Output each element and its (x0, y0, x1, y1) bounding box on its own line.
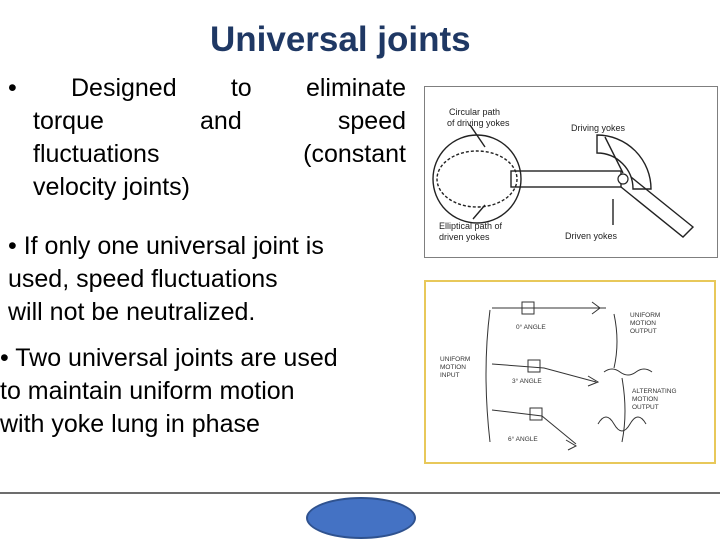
joint-angle-drawing (485, 301, 653, 451)
figure-label: 6° ANGLE (508, 436, 538, 443)
figure-label: 0° ANGLE (516, 324, 546, 331)
wave-shape-large (597, 416, 647, 432)
bullet-line: fluctuations (constant (33, 140, 406, 168)
figure-label: Circular path (449, 107, 501, 117)
figure-label: Elliptical path of (439, 221, 503, 231)
bullet-line: will not be neutralized. (8, 298, 256, 326)
footer-divider (0, 492, 720, 494)
bullet-line: torque and speed (33, 107, 406, 135)
figure-label: UNIFORM (630, 312, 661, 319)
wave-shape-small (603, 368, 653, 376)
bullet-single-joint: • If only one universal joint is used, s… (8, 230, 408, 329)
figure-label: Driven yokes (565, 231, 618, 241)
driving-shaft-shape (510, 170, 622, 188)
figure-label: MOTION (440, 364, 466, 371)
circular-path-shape (432, 134, 522, 224)
joint-shape-0deg (521, 301, 535, 315)
joint-angle-figure: 0° ANGLE 3° ANGLE 6° ANGLE UNIFORM MOTIO… (424, 280, 716, 464)
bullet-two-joints: • Two universal joints are used to maint… (0, 342, 420, 441)
bullet-line: used, speed fluctuations (8, 265, 278, 293)
figure-label: OUTPUT (630, 328, 657, 335)
figure-label: 3° ANGLE (512, 378, 542, 385)
figure-label: OUTPUT (632, 404, 659, 411)
joint-shape-6deg (529, 407, 543, 421)
slide-title: Universal joints (210, 20, 471, 59)
figure-label: UNIFORM (440, 356, 471, 363)
figure-label: of driving yokes (447, 118, 510, 128)
driven-shaft-shape (620, 176, 695, 238)
driven-yoke-shape (596, 134, 652, 190)
figure-label: INPUT (440, 372, 460, 379)
bullet-line: to maintain uniform motion (0, 377, 295, 405)
yoke-path-drawing (432, 124, 695, 238)
bullet-designed: • Designed to eliminate torque and speed… (8, 72, 406, 204)
bullet-line: • Two universal joints are used (0, 344, 338, 372)
nav-button[interactable] (306, 497, 416, 539)
figure-label: MOTION (630, 320, 656, 327)
bullet-line: • If only one universal joint is (8, 232, 324, 260)
bullet-line: with yoke lung in phase (0, 410, 260, 438)
input-brace-shape (485, 309, 491, 443)
figure-label: MOTION (632, 396, 658, 403)
figure-label: driven yokes (439, 232, 490, 242)
elliptical-path-shape (436, 150, 518, 208)
bullet-line: • Designed to eliminate (8, 74, 406, 102)
figure-label: ALTERNATING (632, 388, 677, 395)
bullet-line: velocity joints) (33, 173, 190, 201)
joint-shape-3deg (527, 359, 541, 373)
figure-label: Driving yokes (571, 123, 626, 133)
yoke-path-figure: Circular path of driving yokes Driving y… (424, 86, 718, 258)
